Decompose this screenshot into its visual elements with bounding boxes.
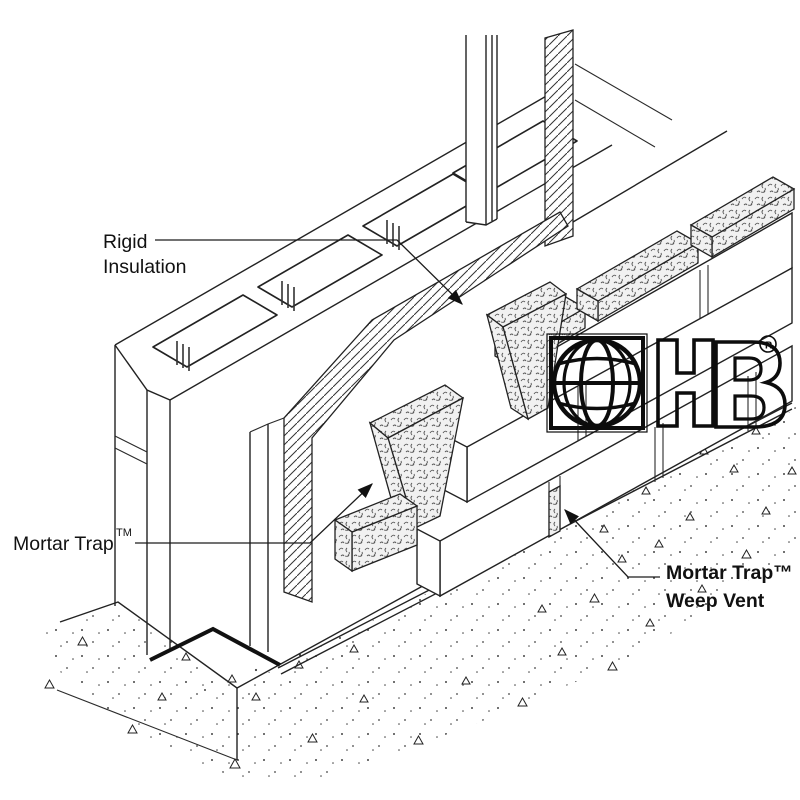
mortar-trap-base-strip xyxy=(333,493,419,573)
rigid-insulation-label-line2: Insulation xyxy=(103,256,186,278)
rigid-insulation-leader xyxy=(155,239,463,305)
mortar-trap-leader xyxy=(135,483,373,544)
mortar-trap-weep-vent-joint xyxy=(548,484,561,539)
insulation-top-left-edge xyxy=(249,417,285,433)
logo-letters-hb xyxy=(656,338,787,429)
rigid-insulation-label-line1: Rigid xyxy=(103,231,147,253)
insulation-top-cut-section xyxy=(544,29,574,247)
brick-course-1 xyxy=(416,344,793,598)
registered-letter: R xyxy=(765,341,773,352)
cmu-block-wall xyxy=(114,63,673,655)
registered-trademark-icon: R xyxy=(759,335,777,353)
annotations: Rigid Insulation Mortar Trap TM Mortar T… xyxy=(13,231,793,612)
cmu-core-depth-ticks xyxy=(176,220,400,371)
rigid-insulation-panel xyxy=(249,130,728,652)
weep-vent-label-line1: Mortar Trap™ xyxy=(666,562,793,584)
cmu-right-cut-edges xyxy=(574,63,673,148)
cmu-top-front-edge xyxy=(169,144,613,401)
foundation-aggregate-triangles xyxy=(44,425,797,769)
mortar-trap-label-tm: TM xyxy=(116,527,132,539)
cmu-end-bed-joint xyxy=(114,435,148,465)
foundation-stipple-area xyxy=(40,402,800,778)
weep-vent-leader xyxy=(564,509,660,578)
globe-icon xyxy=(551,337,643,429)
logo-outer-square xyxy=(546,333,648,433)
cmu-end-top-edge xyxy=(114,344,171,401)
mortar-trap-label: Mortar Trap xyxy=(13,533,114,555)
metal-stud xyxy=(465,35,498,226)
cmu-cores xyxy=(152,120,578,368)
insulation-cut-edge-band xyxy=(283,211,569,603)
insulation-top-edge xyxy=(572,130,728,223)
weep-vent-label-line2: Weep Vent xyxy=(666,590,765,612)
hb-logo: R xyxy=(546,333,787,433)
insulation-left-edges xyxy=(249,424,269,652)
